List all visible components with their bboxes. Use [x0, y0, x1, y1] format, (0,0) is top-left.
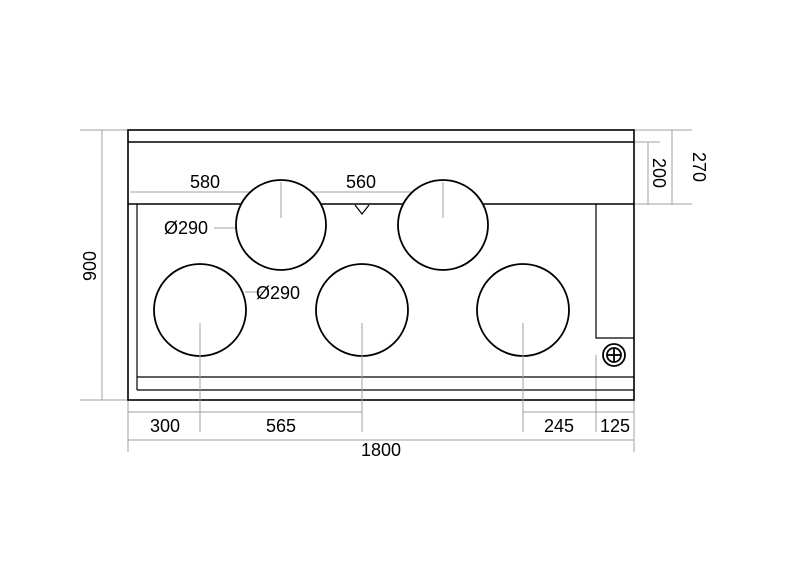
dim-top-mid: 560 [346, 172, 376, 192]
burner-centerlines [199, 182, 524, 432]
dim-diameter-top: Ø290 [164, 218, 208, 238]
cooktop-outline [127, 129, 635, 401]
dim-right-top: 270 [689, 152, 709, 182]
dim-right-inner: 200 [649, 158, 669, 188]
dim-bottom-mid: 565 [266, 416, 296, 436]
crosshair-knob-icon [602, 343, 626, 367]
dim-overall-width: 1800 [361, 440, 401, 460]
dim-diameter-bottom: Ø290 [256, 283, 300, 303]
dim-overall-height: 900 [80, 251, 100, 281]
dim-top-left: 580 [190, 172, 220, 192]
burner-top-right [397, 179, 489, 271]
dim-bottom-right: 245 [544, 416, 574, 436]
burner-top-left [235, 179, 327, 271]
burners [153, 179, 570, 357]
drain-notch-icon [354, 204, 370, 215]
dim-bottom-end: 125 [600, 416, 630, 436]
dim-bottom-left: 300 [150, 416, 180, 436]
